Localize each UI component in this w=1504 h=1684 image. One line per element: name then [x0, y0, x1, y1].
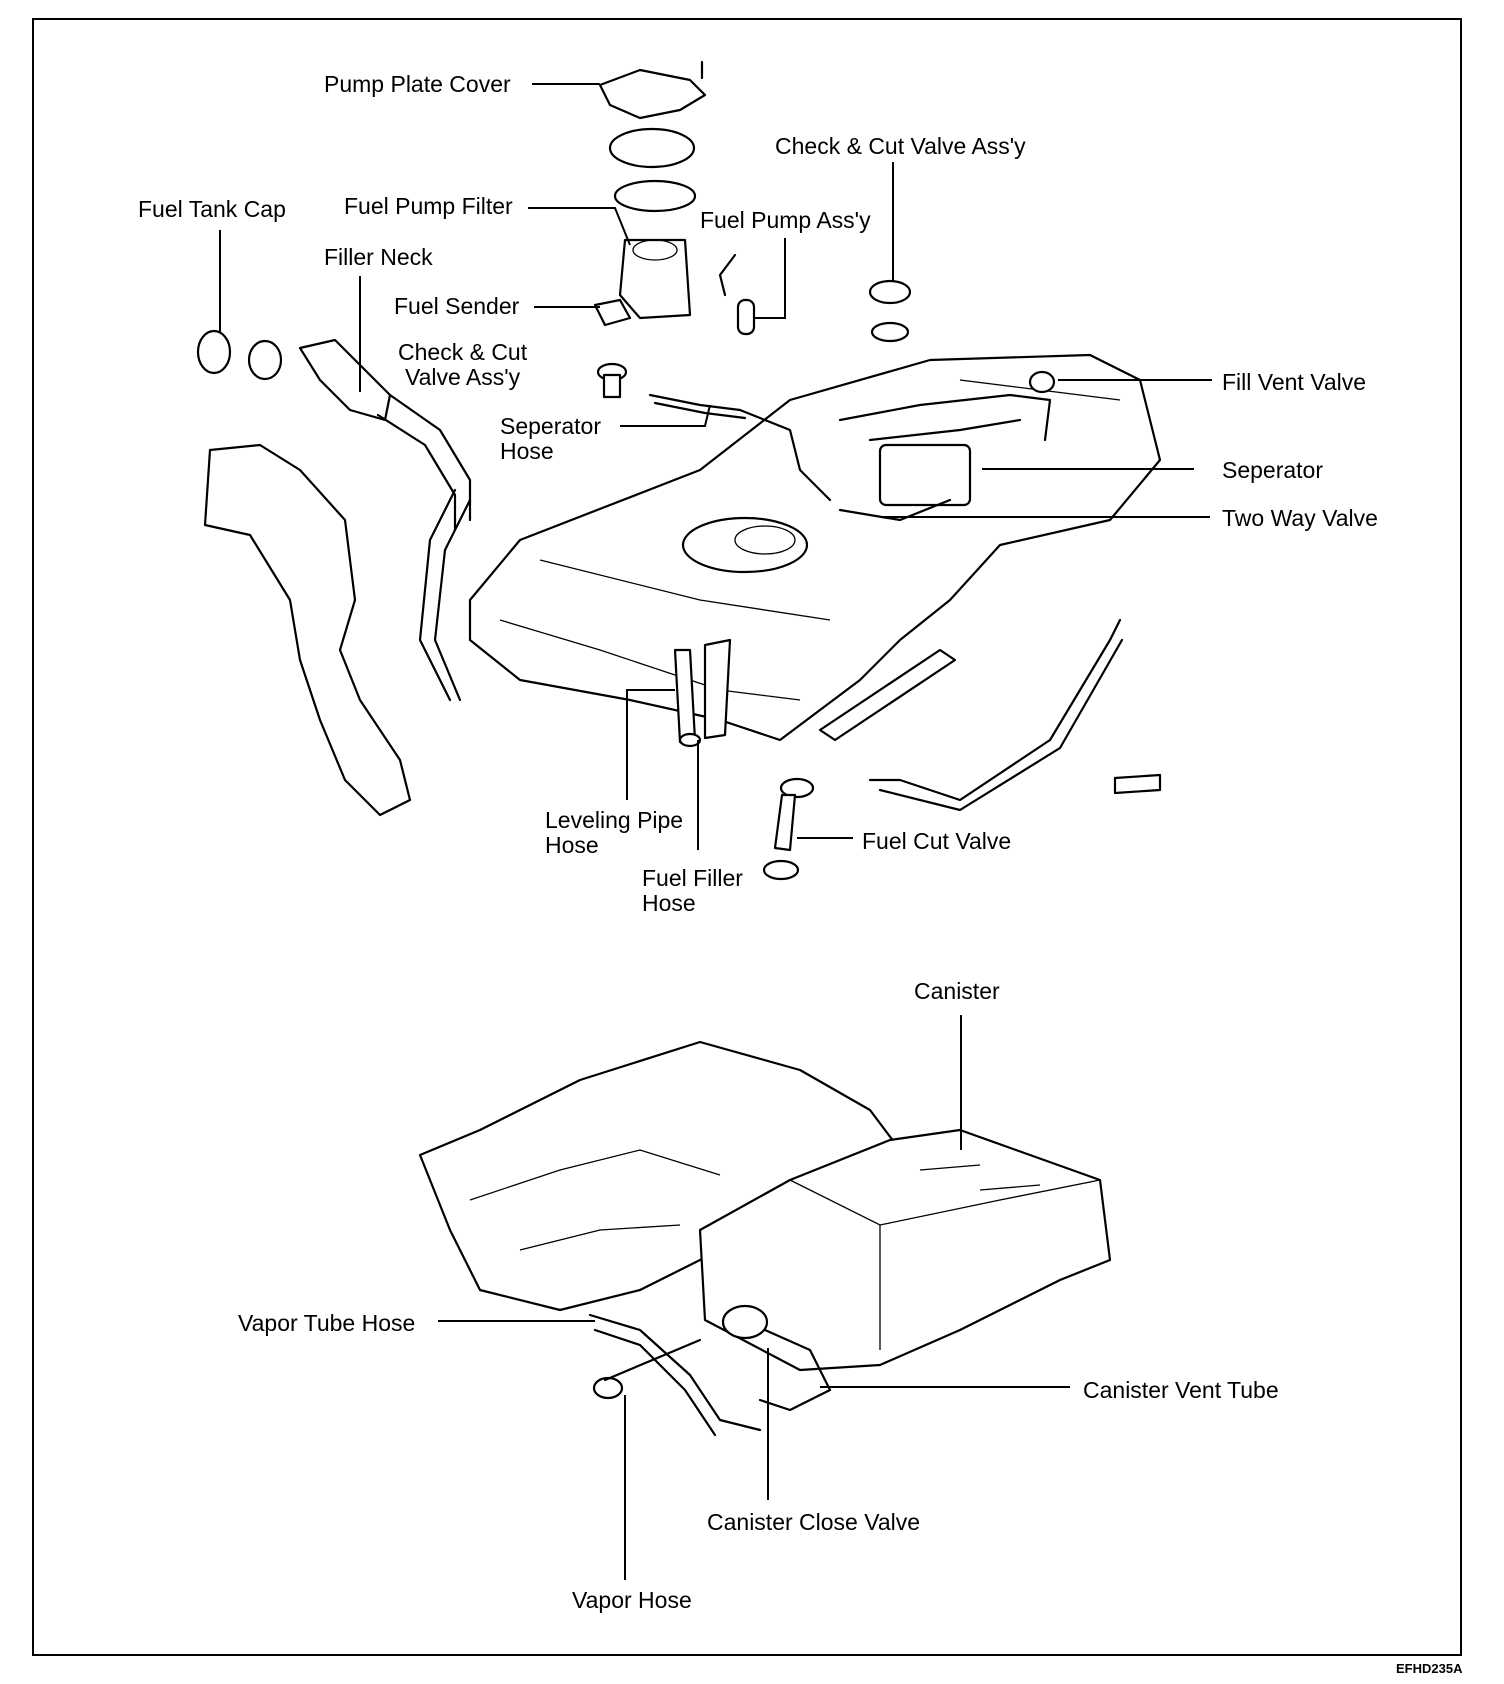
label-check-cut-valve-assy-left: Check & Cut Valve Ass'y [398, 340, 527, 390]
label-fuel-tank-cap: Fuel Tank Cap [138, 196, 286, 222]
figure-code: EFHD235A [1396, 1661, 1463, 1676]
label-leveling-pipe-hose: Leveling Pipe Hose [545, 808, 683, 858]
label-seperator-hose-line1: Seperator [500, 413, 602, 439]
label-fuel-pump-filter: Fuel Pump Filter [344, 193, 513, 219]
canister-hoses [588, 1304, 832, 1437]
fuel-tank-cap-part [196, 329, 283, 381]
label-fuel-filler-hose-line1: Fuel Filler [642, 865, 743, 891]
pump-gasket [613, 179, 697, 213]
check-cut-valve-top-part [868, 279, 912, 343]
fuel-sender-part [593, 298, 632, 327]
label-vapor-tube-hose: Vapor Tube Hose [238, 1310, 416, 1336]
label-leveling-pipe-hose-line2: Hose [545, 832, 599, 858]
label-fuel-pump-assy: Fuel Pump Ass'y [700, 207, 871, 233]
label-canister: Canister [914, 978, 1000, 1004]
label-leveling-pipe-hose-line1: Leveling Pipe [545, 807, 684, 833]
tank-strap-front [818, 648, 957, 742]
label-seperator: Seperator [1222, 457, 1324, 483]
pump-plate [608, 127, 696, 169]
filler-neck-part [298, 338, 472, 702]
label-fuel-sender: Fuel Sender [394, 293, 520, 319]
label-check-cut-valve-left-line2: Valve Ass'y [404, 364, 521, 390]
fuel-cut-valve-part [762, 777, 815, 881]
fill-vent-valve-part [1028, 370, 1056, 394]
fuel-pump-filter-part [618, 238, 692, 320]
diagram-frame [32, 18, 1462, 1656]
fuel-tank [468, 353, 1162, 742]
label-fuel-filler-hose-line2: Hose [642, 890, 696, 916]
label-seperator-hose: Seperator Hose [500, 414, 601, 464]
fuel-tank-pump-opening [681, 516, 809, 574]
pump-plate-cover-part [598, 60, 707, 120]
label-check-cut-valve-left-line1: Check & Cut [398, 339, 528, 365]
label-fill-vent-valve: Fill Vent Valve [1222, 369, 1367, 395]
label-vapor-hose: Vapor Hose [572, 1587, 692, 1613]
label-filler-neck: Filler Neck [324, 244, 433, 270]
tank-top-tubing [648, 393, 1052, 522]
loose-pipe-fitting [1113, 773, 1162, 795]
tank-strap-rear [868, 618, 1124, 812]
label-canister-close-valve: Canister Close Valve [707, 1509, 921, 1535]
filler-shield [203, 443, 412, 817]
label-fuel-filler-hose: Fuel Filler Hose [642, 866, 743, 916]
label-fuel-cut-valve: Fuel Cut Valve [862, 828, 1012, 854]
check-cut-valve-left-part [596, 362, 628, 399]
label-two-way-valve: Two Way Valve [1222, 505, 1378, 531]
label-canister-vent-tube: Canister Vent Tube [1083, 1377, 1279, 1403]
label-pump-plate-cover: Pump Plate Cover [324, 71, 511, 97]
label-check-cut-valve-assy-top: Check & Cut Valve Ass'y [775, 133, 1026, 159]
canister-part [698, 1128, 1112, 1372]
label-seperator-hose-line2: Hose [500, 438, 554, 464]
filler-hoses [673, 638, 732, 748]
fuel-pump-assy-part [718, 253, 756, 336]
leader-lines [219, 83, 1212, 1580]
